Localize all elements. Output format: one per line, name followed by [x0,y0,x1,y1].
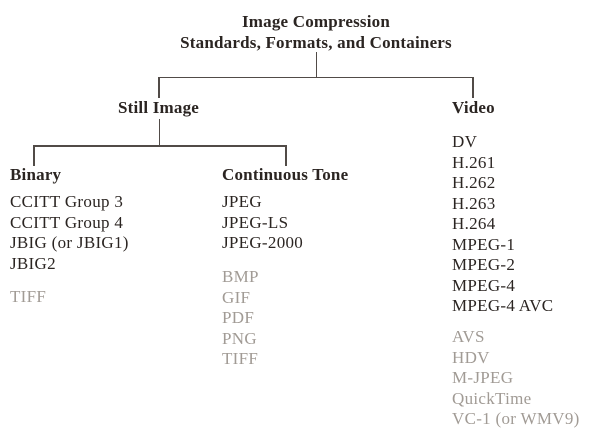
list-item: MPEG-4 AVC [452,296,554,315]
list-item: JPEG [222,192,262,211]
connector-video-hang [472,76,474,98]
title-line-1: Image Compression [241,12,391,31]
list-item: H.262 [452,173,496,192]
video-gray-list: AVS HDV M-JPEG QuickTime VC-1 (or WMV9) [452,327,580,430]
list-item: H.261 [452,152,496,172]
list-item: VC-1 (or WMV9) [452,409,580,428]
continuous-tone-standards-list: JPEG JPEG-LS JPEG-2000 [222,192,303,254]
list-item: MPEG-2 [452,255,516,274]
connector-still-image-hang [158,76,160,98]
list-item: TIFF [222,349,259,368]
list-item: JBIG (or JBIG1) [10,233,129,252]
connector-mid-horizontal [33,145,287,147]
list-item: H.264 [452,214,496,233]
title-line-2: Standards, Formats, and Containers [180,33,452,52]
list-item: H.263 [452,193,496,213]
list-item: QuickTime [452,388,532,408]
binary-gray-list: TIFF [10,287,46,308]
node-continuous-tone-label: Continuous Tone [222,165,349,184]
list-item: DV [452,132,478,151]
node-video-label: Video [452,98,495,117]
list-item: JBIG2 [10,253,56,273]
connector-continuous-tone-hang [285,145,287,166]
connector-binary-hang [33,145,35,166]
list-item: AVS [452,327,485,346]
node-binary-label: Binary [10,165,62,184]
connector-top-horizontal [158,76,474,78]
connector-title-drop [315,52,317,77]
list-item: TIFF [10,287,47,306]
list-item: PDF [222,308,255,327]
continuous-tone-gray-list: BMP GIF PDF PNG TIFF [222,267,259,370]
list-item: CCITT Group 4 [10,212,124,232]
list-item: M-JPEG [452,368,514,387]
list-item: JPEG-LS [222,212,289,232]
list-item: CCITT Group 3 [10,192,124,211]
list-item: MPEG-1 [452,234,516,254]
list-item: MPEG-4 [452,275,516,295]
list-item: GIF [222,287,251,307]
list-item: BMP [222,267,259,286]
video-standards-list: DV H.261 H.262 H.263 H.264 MPEG-1 MPEG-2… [452,132,553,317]
list-item: JPEG-2000 [222,233,304,252]
list-item: HDV [452,347,490,367]
list-item: PNG [222,328,257,348]
binary-standards-list: CCITT Group 3 CCITT Group 4 JBIG (or JBI… [10,192,129,274]
node-still-image-label: Still Image [117,98,200,117]
connector-still-image-drop [158,119,160,146]
diagram-title: Image Compression Standards, Formats, an… [116,11,516,53]
